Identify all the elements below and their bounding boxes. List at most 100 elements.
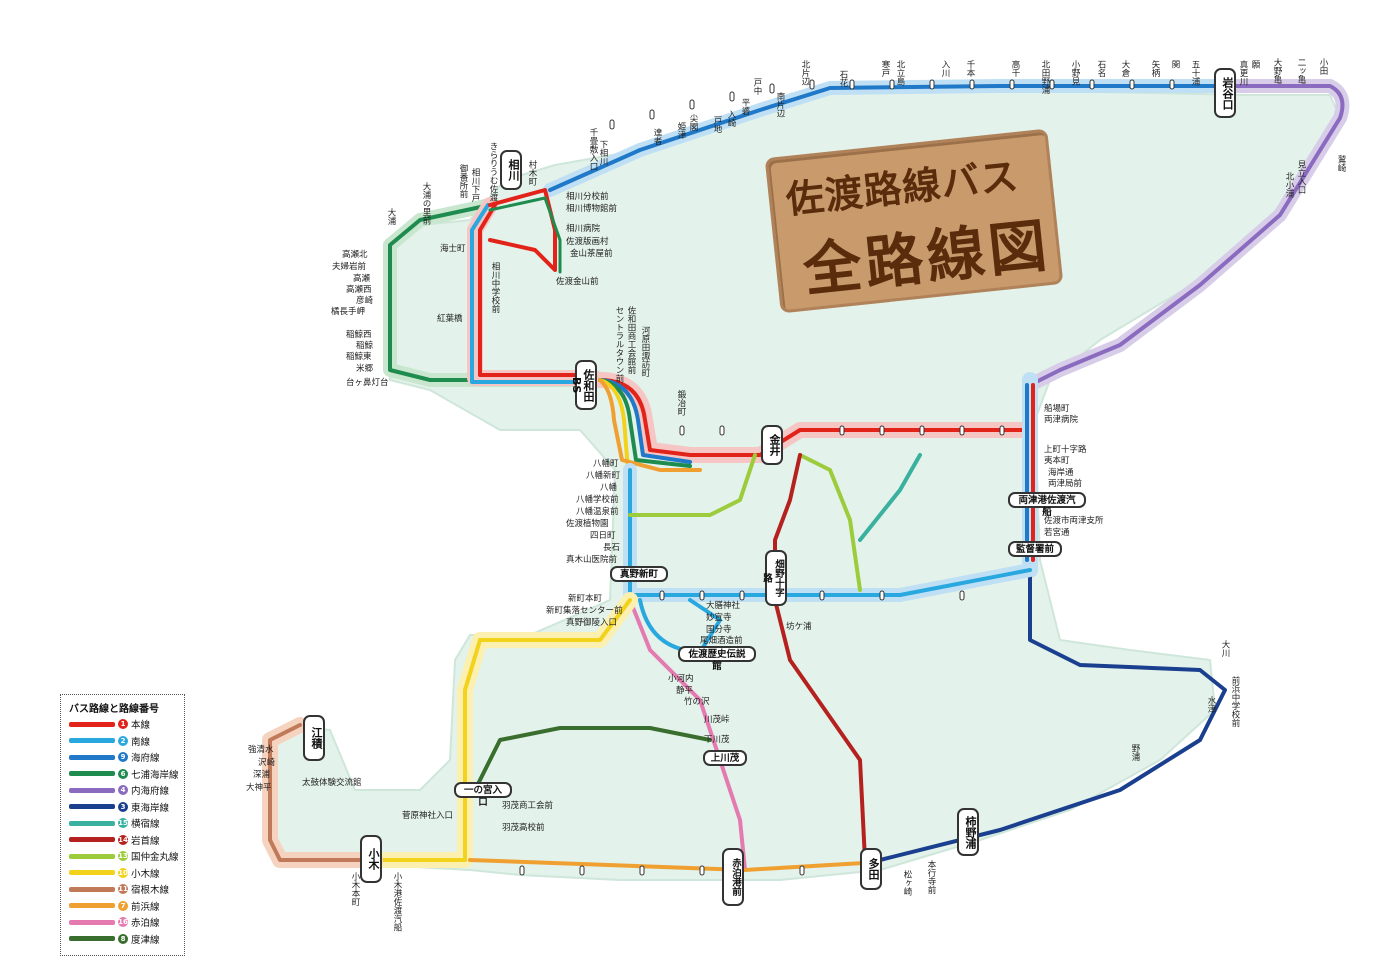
legend-line-swatch [69, 721, 115, 727]
legend-route-name: 赤泊線 [131, 918, 160, 929]
hub-sawata[interactable]: 佐和田BS [570, 360, 597, 410]
stop-marker [679, 425, 685, 436]
stop-marker [999, 425, 1005, 436]
hub-aikawa[interactable]: 相川 [500, 150, 522, 190]
legend-line-swatch [69, 919, 115, 925]
stop-label: 強清水 [248, 745, 274, 755]
legend-route-number: 16 [118, 917, 128, 927]
stop-label: 大膳神社 [706, 601, 741, 611]
stop-label: 新町本町 [568, 594, 603, 604]
stop-label: 妙宣寺 [706, 613, 732, 623]
hub-ogi[interactable]: 小木 [360, 835, 382, 883]
stop-label: 相川分校前 [566, 192, 609, 202]
legend-route-number: 6 [118, 768, 128, 779]
stop-label: 北立島 [895, 60, 905, 86]
legend-route-name: 七浦海岸線 [131, 769, 179, 781]
stop-marker [639, 865, 645, 876]
hub-kanai[interactable]: 金井 [761, 425, 783, 465]
hub-hatano[interactable]: 畑野十字路 [761, 550, 787, 606]
aikawa-sawata-halo [467, 197, 603, 386]
stop-label: 太鼓体験交流館 [302, 778, 362, 788]
legend-line-swatch [69, 936, 115, 941]
stop-label: 佐渡市両津支所 [1044, 516, 1104, 526]
stop-marker [1089, 79, 1095, 90]
south-line-kanai [598, 378, 702, 472]
legend-line-swatch [69, 837, 115, 842]
hub-kamikawamo[interactable]: 上川茂 [703, 750, 747, 766]
stop-label: 四日町 [590, 531, 616, 541]
hub-kakinoura[interactable]: 柿野浦 [957, 808, 979, 856]
legend-title: バス路線と路線番号 [69, 704, 159, 715]
stop-label: 相川中学校前 [490, 262, 500, 313]
stop-label: 佐渡金山前 [556, 277, 599, 287]
stop-label: 佐渡植物園 [566, 519, 609, 529]
legend-line-swatch [69, 870, 115, 875]
stop-label: 入川 [940, 60, 950, 77]
stop-label: 彦崎 [356, 296, 374, 306]
legend-line-swatch [69, 820, 115, 826]
stop-label: 真野御陵入口 [566, 618, 618, 628]
ogi-line [378, 598, 632, 862]
stop-label: 海岸通 [1048, 468, 1074, 478]
yokoshuku [858, 453, 922, 542]
stop-marker [699, 590, 705, 601]
legend-route-name: 岩首線 [131, 835, 160, 847]
stop-label: 高千 [1010, 60, 1020, 77]
stop-label: 高瀬西 [346, 285, 372, 295]
stop-marker [929, 79, 935, 90]
hub-mano[interactable]: 真野新町 [610, 566, 668, 582]
stop-label: 野浦 [1130, 744, 1140, 761]
stop-marker [879, 590, 885, 601]
legend-route-number: 14 [118, 834, 128, 845]
stop-label: 入崎 [726, 110, 736, 127]
legend-route-number: 1 [118, 719, 128, 729]
hub-ichinomiya[interactable]: 一の宮入口 [454, 782, 512, 808]
stop-label: 高瀬北 [342, 250, 368, 260]
stop-label: 金山茶屋前 [570, 249, 613, 259]
hub-akadomari[interactable]: 赤泊港前 [722, 848, 744, 906]
legend-route-name: 横宿線 [131, 819, 160, 830]
hub-tada[interactable]: 多田 [860, 848, 882, 890]
stop-marker [839, 425, 845, 436]
stop-marker [659, 590, 665, 601]
legend-line-swatch [69, 771, 115, 776]
stop-marker [819, 590, 825, 601]
legend-line-swatch [69, 853, 115, 859]
stop-label: 小木港佐渡汽船 [392, 872, 402, 932]
stop-label: 矢柄 [1150, 60, 1160, 77]
hub-iwayaguchi[interactable]: 岩谷口 [1214, 68, 1236, 118]
stop-label: 佐和田商工会館前 [626, 306, 636, 374]
stop-marker [609, 119, 615, 130]
stop-marker [959, 425, 965, 436]
stop-label: 下川茂 [704, 735, 730, 745]
stop-label: 北小浦 [1284, 172, 1294, 198]
hub-rekishi[interactable]: 佐渡歴史伝説館 [678, 646, 756, 672]
hub-ebisu[interactable]: 江積 [303, 715, 325, 761]
stop-label: 夷本町 [1044, 456, 1070, 466]
hub-kantokusho[interactable]: 監督署前 [1008, 541, 1062, 557]
stop-label: 相川下戸 [470, 168, 480, 202]
stop-label: 相川病院 [566, 224, 601, 234]
legend-line-swatch [69, 738, 115, 743]
stop-marker [719, 425, 725, 436]
legend-route-name: 南線 [131, 736, 151, 748]
stop-label: 鷲崎 [1336, 155, 1346, 172]
hub-ryotsu[interactable]: 両津港佐渡汽船 [1008, 492, 1086, 518]
legend-route-name: 前浜線 [131, 901, 160, 913]
stop-label: 紅葉橋 [437, 314, 463, 324]
map-title-sign: 佐渡路線バス 全路線図 [767, 131, 1061, 311]
stop-label: 本行寺前 [926, 860, 936, 894]
stop-label: セントラルタウン前 [614, 306, 624, 383]
legend-route-name: 国仲金丸線 [131, 852, 179, 863]
legend-route-number: 15 [118, 818, 128, 828]
stop-label: 北片辺 [800, 60, 810, 86]
stop-label: 下相川 [598, 140, 608, 166]
